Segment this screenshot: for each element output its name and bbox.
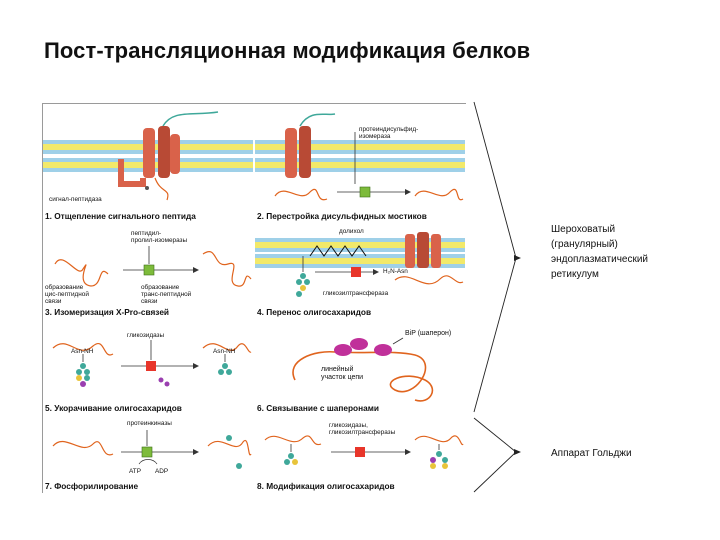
panel-4-enzyme-label: гликозилтрансфераза bbox=[323, 290, 389, 297]
er-note: Шероховатый (гранулярный) эндоплазматиче… bbox=[551, 222, 648, 282]
er-note-line-3: эндоплазматический bbox=[551, 254, 649, 265]
panel-7-illustration bbox=[52, 430, 252, 469]
panel-3-enzyme-label-2: пролил-изомеразы bbox=[131, 237, 188, 244]
figure-frame bbox=[42, 103, 466, 493]
bracket-connectors bbox=[473, 101, 521, 493]
panel-6-linear-label-2: участок цепи bbox=[321, 374, 364, 381]
panel-3-trans-label-3: связи bbox=[141, 298, 158, 305]
panel-8-illustration bbox=[264, 435, 464, 469]
panel-3-cis-label-1: образование bbox=[45, 284, 84, 291]
panel-4-asn-label: H₂N-Asn bbox=[383, 268, 408, 275]
panel-5-label: 5. Укорачивание олигосахаридов bbox=[45, 403, 182, 413]
panel-1-signal-peptide-cleavage: сигнал-пептидаза 1. Отщепление сигнально… bbox=[43, 104, 253, 222]
panel-3-x-pro-isomerization: пептидил- пролил-изомеразы образование ц… bbox=[43, 224, 253, 318]
panel-6-bip-label: BiP (шаперон) bbox=[405, 330, 452, 337]
er-note-line-1: Шероховатый bbox=[551, 224, 616, 235]
panel-6-linear-label-1: линейный bbox=[321, 366, 354, 373]
panel-7-enzyme-label: протеинкиназы bbox=[127, 420, 172, 427]
panel-7-adp-label: ADP bbox=[155, 468, 169, 475]
panel-3-label: 3. Изомеризация X-Pro-связей bbox=[45, 307, 170, 317]
panel-4-dolichol-label: долихол bbox=[339, 228, 364, 235]
panel-3-enzyme-label-1: пептидил- bbox=[131, 230, 162, 237]
panel-5-asn-label-right: Asn-NH bbox=[213, 348, 236, 355]
panel-3-cis-label-3: связи bbox=[45, 298, 62, 305]
panel-2-disulfide-rearrangement: протеиндисульфид- изомераза 2. Перестрой… bbox=[255, 104, 465, 222]
panel-8-enzyme-label-1: гликозидазы, bbox=[329, 422, 368, 429]
panel-6-chaperone-binding: BiP (шаперон) линейный участок цепи 6. С… bbox=[255, 320, 465, 414]
panel-6-illustration bbox=[292, 337, 434, 402]
panel-8-oligosaccharide-modification: гликозидазы, гликозилтрансферазы 8. Моди… bbox=[255, 416, 465, 492]
panel-5-enzyme-label: гликозидазы bbox=[127, 332, 165, 339]
panel-8-enzyme-label-2: гликозилтрансферазы bbox=[329, 429, 396, 436]
panel-2-enzyme-label-1: протеиндисульфид- bbox=[359, 126, 419, 133]
panel-5-oligosaccharide-trimming: гликозидазы Asn-NH Asn-NH 5. Укорачивани… bbox=[43, 320, 253, 414]
panel-7-atp-label: ATP bbox=[129, 468, 141, 475]
panel-7-phosphorylation: протеинкиназы ATP ADP 7. Фосфорилировани… bbox=[43, 416, 253, 492]
panel-4-oligosaccharide-transfer: долихол H₂N-Asn гликозилтрансфераза 4. П… bbox=[255, 224, 465, 318]
page-title: Пост-трансляционная модификация белков bbox=[44, 38, 531, 63]
panel-5-asn-label-left: Asn-NH bbox=[71, 348, 94, 355]
panel-2-label: 2. Перестройка дисульфидных мостиков bbox=[257, 211, 427, 221]
panel-6-label: 6. Связывание с шаперонами bbox=[257, 403, 379, 413]
er-note-line-4: ретикулум bbox=[551, 269, 599, 280]
panel-3-illustration bbox=[54, 246, 252, 287]
panel-8-label: 8. Модификация олигосахаридов bbox=[257, 481, 395, 491]
panel-2-enzyme-label-2: изомераза bbox=[359, 133, 391, 140]
panel-4-illustration bbox=[255, 232, 465, 297]
panel-3-cis-label-2: цис-пептидной bbox=[45, 291, 89, 298]
panel-4-label: 4. Перенос олигосахаридов bbox=[257, 307, 372, 317]
er-note-line-2: (гранулярный) bbox=[551, 239, 618, 250]
panel-7-label: 7. Фосфорилирование bbox=[45, 481, 139, 491]
golgi-note: Аппарат Гольджи bbox=[551, 448, 632, 459]
panel-2-illustration bbox=[255, 113, 465, 201]
panel-1-illustration bbox=[43, 111, 253, 201]
panel-3-trans-label-2: транс-пептидной bbox=[141, 291, 192, 298]
panel-1-enzyme-label: сигнал-пептидаза bbox=[49, 196, 102, 203]
panel-5-illustration bbox=[52, 340, 252, 387]
panel-1-label: 1. Отщепление сигнального пептида bbox=[45, 211, 196, 221]
panel-3-trans-label-1: образование bbox=[141, 284, 180, 291]
